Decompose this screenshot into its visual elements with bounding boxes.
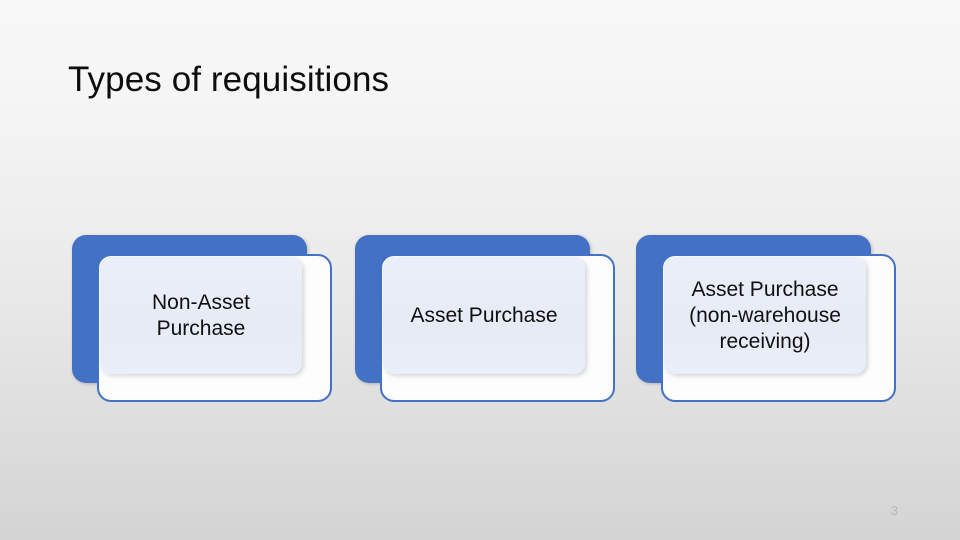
- node-label: Asset Purchase (non-warehouse receiving): [689, 277, 841, 353]
- diagram-node-asset-purchase-non-warehouse[interactable]: Asset Purchase (non-warehouse receiving): [636, 235, 896, 405]
- node-inner-panel: Non-Asset Purchase: [100, 257, 302, 374]
- page-title: Types of requisitions: [68, 60, 390, 99]
- node-label: Asset Purchase: [410, 303, 558, 327]
- slide-number: 3: [890, 503, 898, 518]
- node-label: Non-Asset Purchase: [151, 290, 251, 340]
- diagram-node-asset-purchase[interactable]: Asset Purchase: [355, 235, 615, 405]
- node-inner-panel: Asset Purchase (non-warehouse receiving): [664, 257, 866, 374]
- diagram-node-non-asset-purchase[interactable]: Non-Asset Purchase: [72, 235, 332, 405]
- node-inner-panel: Asset Purchase: [383, 257, 585, 374]
